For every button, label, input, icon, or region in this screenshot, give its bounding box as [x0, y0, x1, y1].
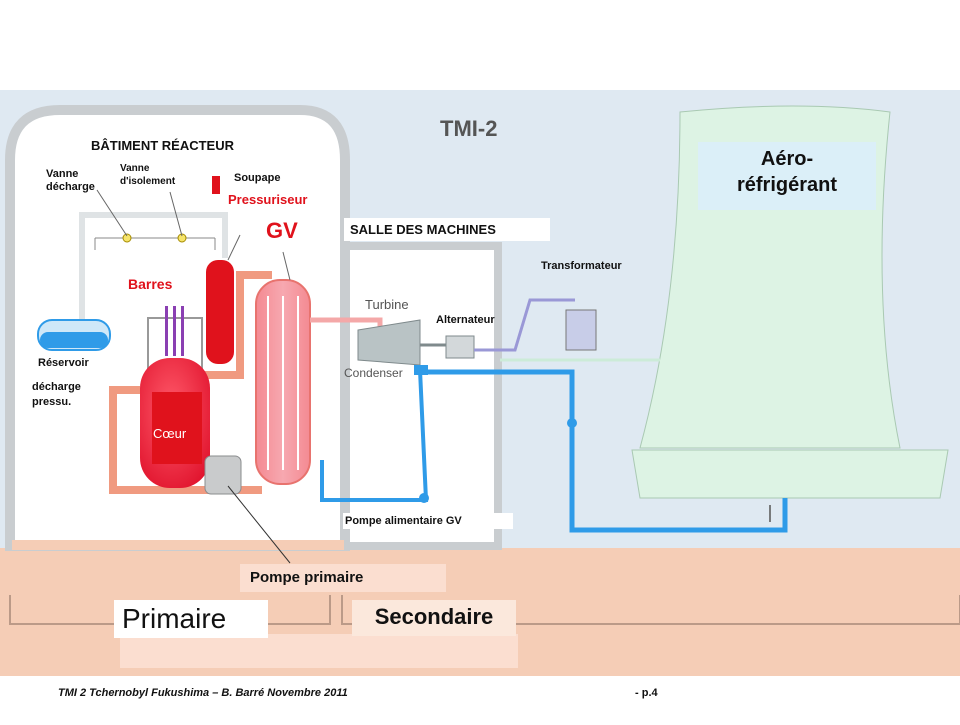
- pressurizer: [206, 260, 234, 364]
- pressurizer-drain-label: décharge pressu.: [32, 381, 81, 408]
- isolation-valve: [177, 233, 187, 243]
- feedwater-line: [320, 369, 429, 502]
- control-rod: [173, 306, 176, 356]
- footer-right: - p.4: [635, 687, 658, 699]
- secondary-label: Secondaire: [352, 600, 516, 636]
- footer-left: TMI 2 Tchernobyl Fukushima – B. Barré No…: [58, 687, 348, 699]
- relief-valve-label: Vanne décharge: [46, 168, 95, 193]
- secondary-bracket: [341, 595, 960, 625]
- alternator-label: Alternateur: [436, 314, 495, 326]
- turbine-label: Turbine: [365, 297, 409, 312]
- drain-tank-label: Réservoir: [38, 357, 89, 369]
- condenser-label: Condenser: [344, 366, 403, 380]
- feedwater-pump: [419, 493, 429, 503]
- control-rod: [181, 306, 184, 356]
- circulating-pump: [567, 418, 577, 428]
- transformer: [565, 309, 597, 351]
- building-base: [12, 540, 344, 550]
- primary-hot-leg: [200, 271, 272, 379]
- feed-pump-label: Pompe alimentaire GV: [343, 513, 513, 529]
- primary-cold-leg: [109, 386, 262, 494]
- pressurizer-label: Pressuriseur: [226, 192, 310, 207]
- gv-label: GV: [262, 218, 332, 244]
- cooling-tower-basin: [631, 449, 949, 499]
- power-line: [474, 298, 575, 352]
- transformer-label: Transformateur: [541, 260, 622, 272]
- safety-valve-label: Soupape: [234, 172, 281, 184]
- core-label: Cœur: [153, 426, 187, 441]
- building-label: BÂTIMENT RÉACTEUR: [87, 138, 238, 153]
- isolation-valve-label: Vanne d'isolement: [120, 163, 176, 187]
- turbine-hall: [329, 242, 502, 550]
- cooling-water-line: [420, 369, 788, 533]
- safety-valve: [212, 176, 220, 194]
- condenser: [414, 365, 428, 375]
- primary-pump: [204, 455, 242, 495]
- alternator: [445, 335, 475, 359]
- rods-label: Barres: [128, 276, 173, 292]
- turbine-hall-label: SALLE DES MACHINES: [344, 218, 550, 241]
- relief-valve: [122, 233, 132, 243]
- primary-pump-label: Pompe primaire: [240, 564, 446, 592]
- cooling-tower-label: Aéro- réfrigérant: [698, 142, 876, 210]
- title: TMI-2: [440, 116, 498, 141]
- reactor-core: [152, 392, 202, 464]
- primary-label: Primaire: [114, 600, 268, 638]
- relief-line: [79, 212, 228, 330]
- control-rod: [165, 306, 168, 356]
